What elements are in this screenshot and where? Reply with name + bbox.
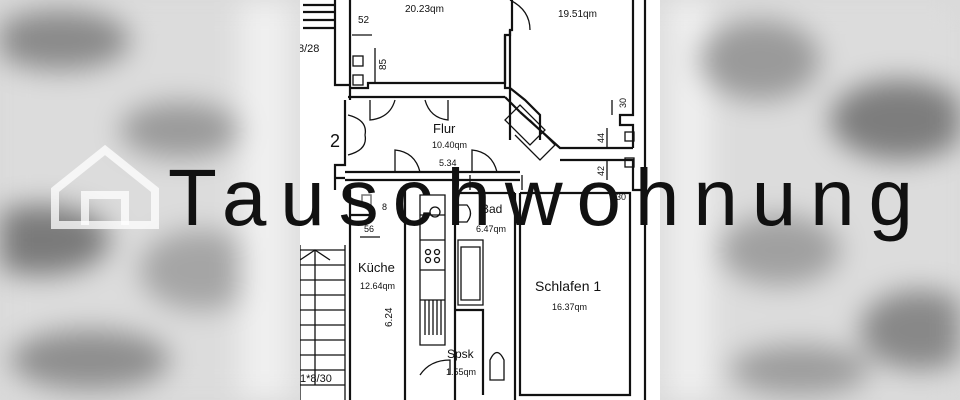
staircase	[300, 245, 346, 400]
unit-number: 2	[330, 131, 340, 151]
room-area-kueche: 12.64qm	[360, 281, 395, 291]
stair-label: 1*8/30	[300, 373, 332, 385]
room-dimension-kueche: 6.24	[384, 307, 395, 327]
room-name-bad: Bad	[481, 202, 502, 216]
room-area-bad: 6.47qm	[476, 224, 506, 234]
floor-plan: 20.23qm 19.51qm 52 8/28 85 2 Flur 10.40q…	[300, 0, 660, 400]
room-area-20-23: 20.23qm	[405, 4, 444, 15]
room-dimension-flur: 5.34	[439, 158, 457, 168]
room-name-spsk: Spsk	[447, 347, 475, 361]
dimension-label: 56	[364, 224, 374, 234]
stair-label: 8/28	[300, 43, 319, 55]
room-name-schlafen: Schlafen 1	[535, 278, 601, 294]
dimension-label: 30	[616, 192, 626, 202]
dimension-label: 30	[618, 98, 628, 108]
doors	[347, 0, 556, 376]
labels: 20.23qm 19.51qm 52 8/28 85 2 Flur 10.40q…	[300, 4, 628, 385]
room-area-spsk: 1.55qm	[446, 367, 476, 377]
walls	[303, 0, 647, 400]
dimension-label: 44	[596, 133, 606, 143]
dimension-label: 8	[382, 202, 387, 212]
room-area-19-51: 19.51qm	[558, 9, 597, 20]
dimension-label: 52	[358, 15, 370, 26]
dimension-label: 85	[378, 58, 389, 70]
room-area-flur: 10.40qm	[432, 140, 467, 150]
room-area-schlafen: 16.37qm	[552, 302, 587, 312]
room-name-kueche: Küche	[358, 260, 395, 275]
room-name-flur: Flur	[433, 121, 456, 136]
dimension-label: 42	[596, 166, 606, 176]
